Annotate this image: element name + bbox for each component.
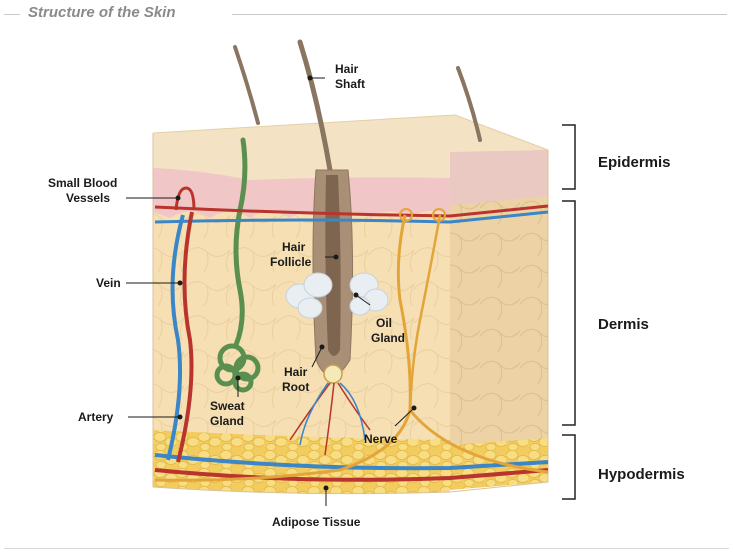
label-hair-shaft: HairShaft xyxy=(335,62,365,91)
label-dermis: Dermis xyxy=(598,316,649,333)
label-epidermis: Epidermis xyxy=(598,154,671,171)
label-hair-root: HairRoot xyxy=(282,365,309,394)
label-vein: Vein xyxy=(96,276,121,290)
hair-left xyxy=(235,47,258,123)
label-sweat-gland: SweatGland xyxy=(210,399,245,428)
label-hypodermis: Hypodermis xyxy=(598,466,685,483)
bracket-epidermis xyxy=(562,125,575,189)
side-face-dermis xyxy=(450,196,548,452)
label-artery: Artery xyxy=(78,410,114,424)
label-adipose-tissue: Adipose Tissue xyxy=(272,515,361,529)
hair-bulb xyxy=(324,365,342,383)
label-nerve: Nerve xyxy=(364,432,398,446)
bracket-hypodermis xyxy=(562,435,575,499)
label-small-blood-vessels: Small BloodVessels xyxy=(48,176,117,205)
layer-brackets xyxy=(562,125,575,499)
bracket-dermis xyxy=(562,201,575,425)
